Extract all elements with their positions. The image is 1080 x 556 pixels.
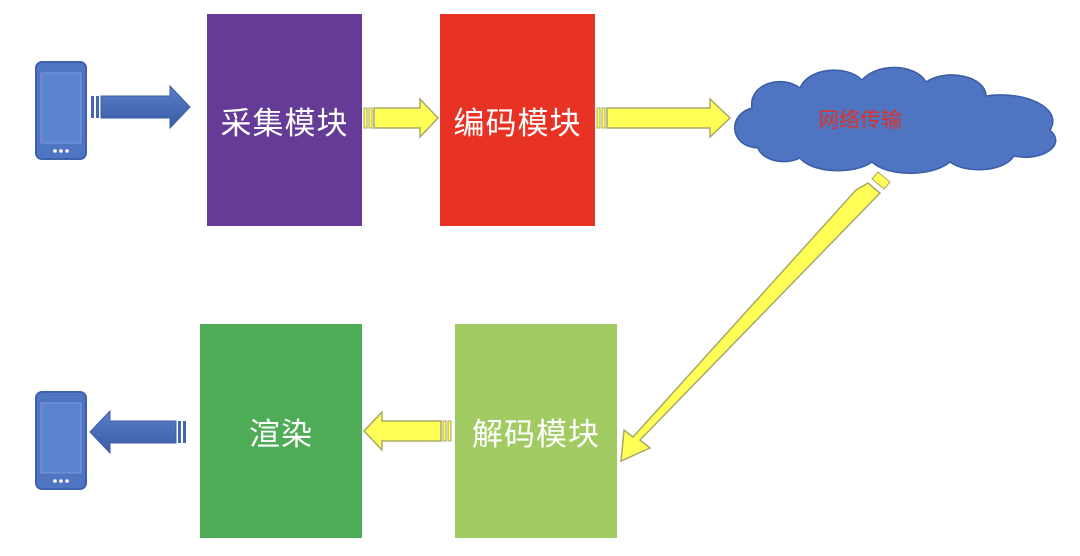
network-transfer-label: 网络传输 [818, 108, 902, 132]
capture-module-box: 采集模块 [207, 14, 362, 226]
blue-arrow-right-icon [91, 84, 191, 130]
blue-arrow-left-icon [89, 409, 186, 455]
capture-module-label: 采集模块 [220, 105, 349, 142]
network-cloud-icon [734, 66, 1057, 174]
encode-module-label: 编码模块 [453, 105, 582, 142]
source-smartphone-icon [35, 61, 87, 160]
yellow-arrow-decode-to-render-icon [362, 410, 452, 452]
target-smartphone-icon [35, 391, 87, 490]
decode-module-box: 解码模块 [455, 324, 617, 538]
yellow-arrow-encode-to-network-icon [596, 97, 732, 139]
decode-module-label: 解码模块 [472, 416, 600, 453]
render-module-label: 渲染 [249, 416, 313, 453]
render-module-box: 渲染 [200, 324, 362, 538]
yellow-arrow-network-to-decode-icon [620, 171, 891, 463]
yellow-arrow-capture-to-encode-icon [363, 97, 440, 139]
encode-module-box: 编码模块 [440, 14, 595, 226]
